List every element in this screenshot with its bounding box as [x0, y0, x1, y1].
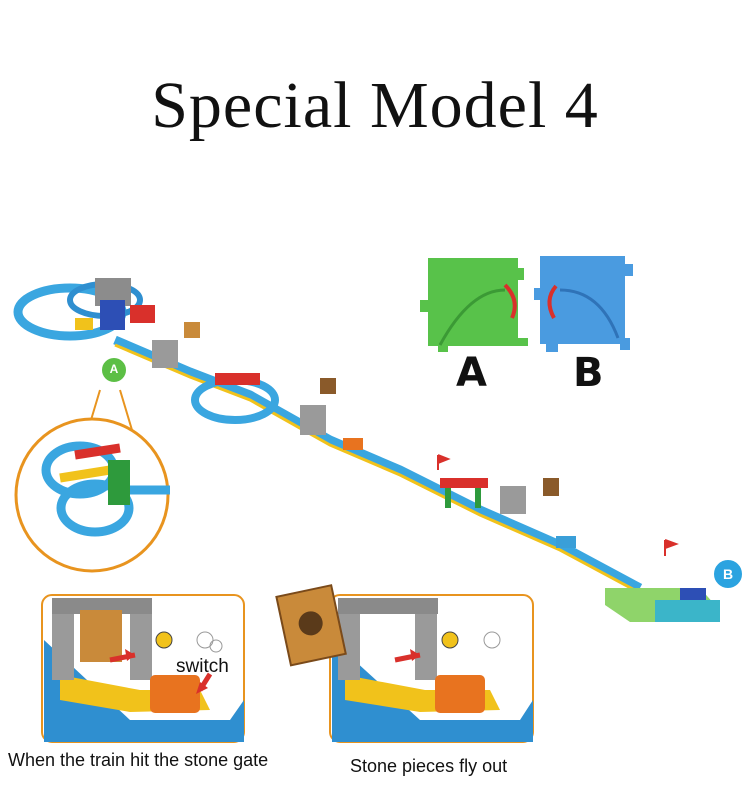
piece-b-label: B: [573, 350, 604, 396]
flag-icon: [664, 539, 679, 556]
track-piece-a: [420, 258, 528, 352]
main-track-layout: [13, 278, 720, 622]
pirate-sign-icon: [543, 478, 559, 496]
pirate-sign-icon: [80, 610, 122, 662]
switch-callout-label: switch: [176, 656, 229, 677]
end-marker-label: B: [722, 566, 734, 582]
bridge-icon: [440, 478, 488, 488]
inset-left-caption: When the train hit the stone gate: [8, 750, 269, 770]
start-marker-label: A: [109, 362, 119, 376]
arrow-icon: [503, 283, 517, 319]
flying-pirate-sign-icon: [275, 584, 347, 667]
pirate-sign-icon: [320, 378, 336, 394]
page-title: Special Model 4: [151, 69, 599, 142]
track-piece-b: [534, 256, 633, 352]
bridge-icon: [215, 373, 260, 385]
arrow-icon: [547, 284, 558, 319]
start-marker-badge: [100, 356, 128, 384]
stone-gate-icon: [152, 340, 178, 368]
pirate-sign-icon: [184, 322, 200, 338]
inset-left-scene: [44, 598, 244, 742]
train-icon: [556, 536, 576, 548]
train-icon: [343, 438, 363, 450]
train-icon: [150, 675, 200, 713]
stone-gate-icon: [500, 486, 526, 514]
piece-a-label: A: [456, 350, 487, 396]
inset-right-caption: Stone pieces fly out: [350, 756, 508, 776]
train-icon: [435, 675, 485, 713]
zoom-loop-detail: [41, 441, 170, 537]
inset-right-scene: [332, 598, 533, 742]
stone-gate-icon: [52, 600, 74, 680]
end-marker-badge: [712, 558, 744, 590]
flag-icon: [437, 454, 451, 470]
stone-gate-icon: [338, 600, 360, 680]
stone-gate-icon: [300, 405, 326, 435]
